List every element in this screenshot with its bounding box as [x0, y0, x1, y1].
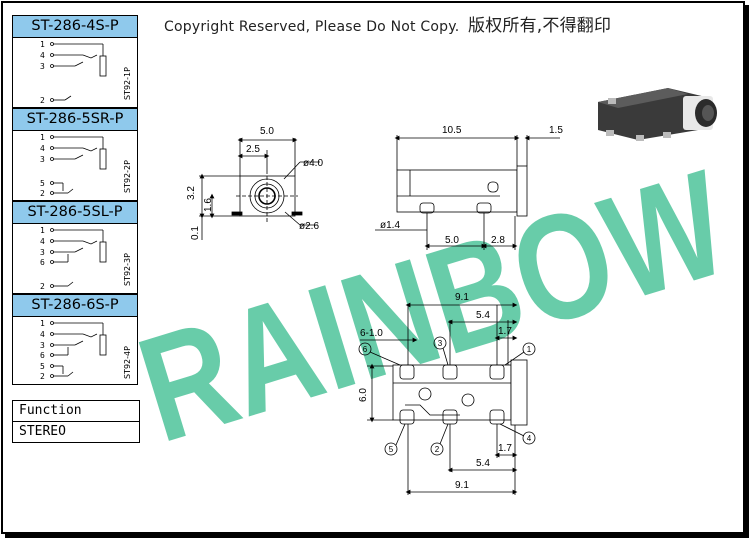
- pin-label: 1: [40, 319, 45, 328]
- model-name: ST-286-5SL-P: [13, 202, 137, 224]
- pin-label: 4: [40, 144, 45, 153]
- spec-table: Function STEREO: [12, 400, 140, 443]
- dim-label: ø2.6: [299, 221, 319, 232]
- model-card-3: ST-286-5SL-P 1 4 3 6 2 ST92-3P: [12, 201, 138, 294]
- dim-label: 10.5: [442, 125, 462, 136]
- model-card-1: ST-286-4S-P 1 4 3 2 ST92-1P: [12, 15, 138, 108]
- pin-marker: 6: [363, 345, 368, 354]
- pin-label: 5: [40, 179, 45, 188]
- pin-label: 5: [40, 362, 45, 371]
- dim-label: 9.1: [455, 480, 469, 491]
- pin-label: 2: [40, 189, 45, 198]
- copyright-text: Copyright Reserved, Please Do Not Copy.: [164, 19, 460, 35]
- copyright-chinese: 版权所有,不得翻印: [468, 16, 612, 36]
- pin-label: 3: [40, 248, 45, 257]
- dim-label: 0.1: [190, 226, 201, 240]
- model-card-4: ST-286-6S-P 1 4 3 6 5 2 ST92-4P: [12, 294, 138, 385]
- pin-label: 1: [40, 226, 45, 235]
- pin-label: 4: [40, 237, 45, 246]
- copyright-notice: Copyright Reserved, Please Do Not Copy. …: [164, 11, 611, 36]
- model-name: ST-286-5SR-P: [13, 109, 137, 131]
- model-code: ST92-3P: [123, 253, 132, 286]
- pin-label: 3: [40, 62, 45, 71]
- product-photo: [598, 88, 717, 141]
- pin-label: 2: [40, 282, 45, 291]
- pin-label: 2: [40, 96, 45, 105]
- dim-label: 3.2: [186, 186, 197, 200]
- dim-label: 1.7: [498, 326, 512, 337]
- dim-label: 9.1: [455, 292, 469, 303]
- model-name: ST-286-4S-P: [13, 16, 137, 38]
- front-view: [199, 137, 320, 240]
- frame-shadow-bottom: [5, 534, 749, 538]
- pin-marker: 1: [527, 345, 532, 354]
- pin-label: 3: [40, 155, 45, 164]
- frame-shadow-right: [745, 5, 749, 538]
- dim-label: 1.6: [203, 198, 214, 212]
- dim-label: 5.0: [445, 235, 459, 246]
- dim-label: 6-1.0: [360, 328, 383, 339]
- dim-label: ø4.0: [303, 158, 323, 169]
- dim-label: 2.5: [246, 144, 260, 155]
- dim-label: ø1.4: [380, 220, 400, 231]
- pin-marker: 2: [435, 445, 440, 454]
- dim-label: 5.4: [476, 310, 490, 321]
- pin-label: 6: [40, 258, 45, 267]
- model-code: ST92-2P: [123, 160, 132, 193]
- dim-label: 1.5: [549, 125, 563, 136]
- pin-label: 3: [40, 341, 45, 350]
- model-code: ST92-4P: [123, 346, 132, 379]
- pin-label: 1: [40, 133, 45, 142]
- model-card-2: ST-286-5SR-P 1 4 3 5 2 ST92-2P: [12, 108, 138, 201]
- bottom-view: [358, 302, 536, 495]
- pin-marker: 4: [527, 434, 532, 443]
- pin-label: 4: [40, 51, 45, 60]
- dim-label: 2.8: [491, 235, 505, 246]
- dim-label: 6.0: [358, 388, 369, 402]
- pin-label: 1: [40, 40, 45, 49]
- side-view: [375, 135, 560, 250]
- dim-label: 5.4: [476, 458, 490, 469]
- pin-label: 2: [40, 372, 45, 381]
- dim-label: 5.0: [260, 126, 274, 137]
- pin-label: 4: [40, 330, 45, 339]
- pin-marker: 3: [438, 339, 443, 348]
- function-value: STEREO: [19, 424, 66, 439]
- model-name: ST-286-6S-P: [13, 295, 137, 317]
- pin-marker: 5: [389, 445, 394, 454]
- function-label: Function: [13, 401, 139, 422]
- dim-label: 1.7: [498, 443, 512, 454]
- model-code: ST92-1P: [123, 67, 132, 100]
- pin-label: 6: [40, 351, 45, 360]
